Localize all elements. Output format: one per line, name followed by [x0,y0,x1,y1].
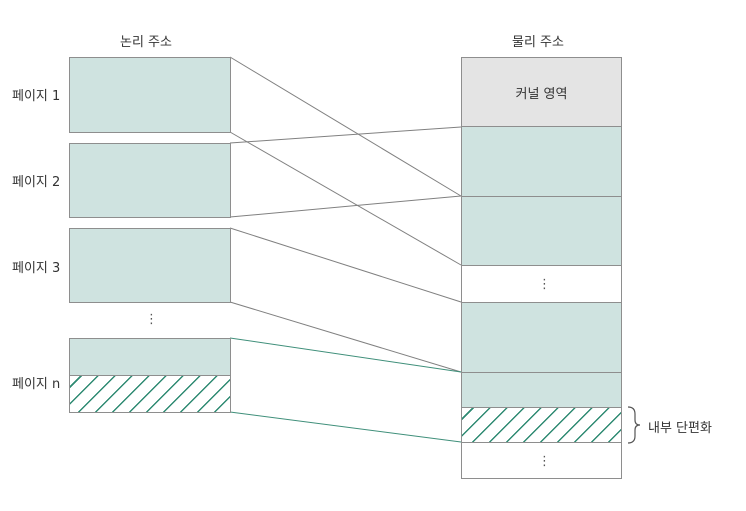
physical-address-header: 물리 주소 [512,35,564,50]
page-label-n: 페이지 n [12,377,61,392]
internal-fragmentation-label: 내부 단편화 [648,421,712,436]
logical-page-2 [69,143,231,218]
frame-1 [461,126,622,197]
map-page3-bottom [229,301,462,373]
map-page2-bottom [229,195,462,218]
frame-tail: ⋮ [461,442,622,479]
frame-2 [461,196,622,266]
map-pagen-top [229,337,462,373]
map-page1-top [229,56,462,197]
physical-ellipsis-1: ⋮ [538,277,551,292]
map-page1-bottom [229,131,462,266]
logical-ellipsis: ⋮ [145,312,158,327]
kernel-area-label: 커널 영역 [515,86,568,102]
page-label-2: 페이지 2 [12,175,61,190]
logical-page-n-unused [69,375,231,413]
kernel-area: 커널 영역 [461,57,622,127]
physical-ellipsis-2: ⋮ [538,454,551,469]
logical-page-3 [69,228,231,303]
map-page2-top [229,126,462,144]
map-pagen-bottom [229,411,462,443]
logical-page-1 [69,57,231,133]
page-label-3: 페이지 3 [12,261,61,276]
logical-address-header: 논리 주소 [120,35,172,50]
frame-3 [461,302,622,373]
map-page3-top [229,227,462,303]
page-label-1: 페이지 1 [12,89,61,104]
